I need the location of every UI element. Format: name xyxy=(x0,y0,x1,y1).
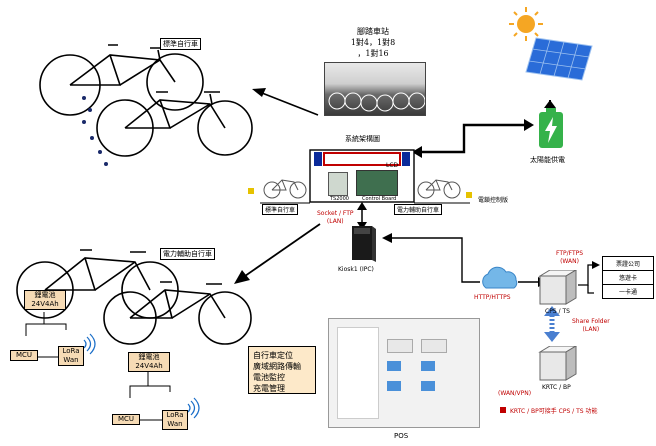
wan-vpn-label: (WAN/VPN) xyxy=(498,390,532,397)
feature-item: 充電管理 xyxy=(253,384,285,393)
lora-wan-text: Wan xyxy=(63,356,79,364)
cps-label: CPS / TS xyxy=(545,308,570,315)
pos-slot xyxy=(421,339,447,353)
ftp-text: FTP/FTPS xyxy=(556,250,584,257)
control-board-module xyxy=(356,170,398,196)
partner-list: 票證公司 悠遊卡 一卡通 xyxy=(602,256,654,299)
mcu-box: MCU xyxy=(10,350,38,361)
control-board-label: Control Board xyxy=(362,196,397,202)
lora-box: LoRa Wan xyxy=(162,410,188,430)
cloud-icon xyxy=(482,266,518,289)
arrow-solar-link xyxy=(420,123,525,154)
lora-text: LoRa xyxy=(166,411,184,419)
socket-lan-text: (LAN) xyxy=(326,218,344,225)
arrow-to-standard-bikes xyxy=(252,88,319,116)
partner-item: 一卡通 xyxy=(618,289,637,296)
kiosk-icon xyxy=(352,226,376,262)
kiosk-label: Kiosk1 (IPC) xyxy=(338,266,374,273)
bicycle-icon xyxy=(103,281,252,345)
note-label: KRTC / BP可接手 CPS / TS 功能 xyxy=(510,408,598,415)
ts2000-module xyxy=(328,172,348,196)
bicycle-icon xyxy=(417,179,461,199)
ftp-wan-text: (WAN) xyxy=(560,258,579,265)
socket-ftp-label: Socket / FTP (LAN) xyxy=(317,210,354,226)
lcd-label: LCD xyxy=(386,162,399,169)
lcd-right-post xyxy=(402,152,410,166)
lora-box: LoRa Wan xyxy=(58,346,84,366)
feature-item: 廣域網路傳輸 xyxy=(253,362,301,371)
standard-bike-label: 標準自行車 xyxy=(160,38,201,50)
lora-wan-text: Wan xyxy=(167,420,183,428)
share-folder-label: Share Folder (LAN) xyxy=(572,318,610,334)
bicycle-icon xyxy=(328,92,426,112)
network-link xyxy=(390,237,540,283)
share-lan-text: (LAN) xyxy=(582,326,600,333)
note-bullet xyxy=(500,407,506,413)
standard-bike-tag: 標準自行車 xyxy=(262,204,299,215)
battery-icon xyxy=(539,108,563,148)
lock-controller-label: 電鎖控制版 xyxy=(478,197,509,204)
pos-slot-active xyxy=(421,381,435,391)
wireless-icon xyxy=(187,397,200,419)
feature-item: 電池監控 xyxy=(253,373,285,382)
ebike-label: 電力輔助自行車 xyxy=(160,248,215,260)
battery-text: 鋰電池 xyxy=(138,353,160,361)
pos-label: POS xyxy=(394,432,409,440)
battery-spec: 24V4Ah xyxy=(135,362,163,370)
battery-text: 鋰電池 xyxy=(34,291,56,299)
battery-spec: 24V4Ah xyxy=(31,300,59,308)
bicycle-icon xyxy=(39,44,204,116)
server-icon xyxy=(538,346,577,381)
battery-box: 鋰電池 24V4Ah xyxy=(24,290,66,310)
lora-text: LoRa xyxy=(62,347,80,355)
ftp-label: FTP/FTPS (WAN) xyxy=(556,250,583,266)
lcd-left-post xyxy=(314,152,322,166)
partner-item: 悠遊卡 xyxy=(603,271,653,285)
ts2000-label: TS2000 xyxy=(330,196,349,202)
feature-item: 自行車定位 xyxy=(253,351,293,360)
server-icon xyxy=(538,270,577,305)
lcd-screen xyxy=(323,152,401,166)
lock-indicator xyxy=(248,188,254,194)
lock-indicator xyxy=(466,192,472,198)
architecture-label: 系統架構圖 xyxy=(345,135,380,143)
station-ratio-1: 1對4，1對8 xyxy=(350,38,396,47)
solar-label: 太陽能供電 xyxy=(530,156,565,164)
krtc-label: KRTC / BP xyxy=(542,384,571,391)
solar-panel-icon xyxy=(525,37,593,81)
http-label: HTTP/HTTPS xyxy=(474,294,511,301)
station-title: 腳踏車站 1對4，1對8 ，1對16 xyxy=(338,26,408,59)
station-ratio-2: ，1對16 xyxy=(357,49,389,58)
ebike-tag: 電力輔助自行車 xyxy=(394,204,443,215)
pos-menu xyxy=(337,327,379,419)
battery-connectors xyxy=(25,312,171,421)
partner-item: 票證公司 xyxy=(603,257,653,271)
station-photo xyxy=(324,62,426,116)
pos-slot-active xyxy=(387,381,401,391)
station-title-text: 腳踏車站 xyxy=(357,27,389,36)
arrow-to-ebikes xyxy=(234,223,321,284)
bicycle-icon xyxy=(263,179,307,199)
dots-decoration xyxy=(82,96,108,166)
features-box: 自行車定位 廣域網路傳輸 電池監控 充電管理 xyxy=(248,346,316,394)
share-folder-arrow xyxy=(544,306,560,342)
socket-ftp-text: Socket / FTP xyxy=(317,210,354,217)
share-folder-text: Share Folder xyxy=(572,318,610,325)
bicycle-icon xyxy=(96,91,253,157)
pos-screen xyxy=(328,318,480,428)
pos-slot-active xyxy=(387,361,401,371)
battery-box: 鋰電池 24V4Ah xyxy=(128,352,170,372)
sun-icon xyxy=(509,7,543,41)
mcu-box: MCU xyxy=(112,414,140,425)
pos-slot xyxy=(387,339,413,353)
wireless-icon xyxy=(83,333,96,355)
pos-slot-active xyxy=(421,361,435,371)
